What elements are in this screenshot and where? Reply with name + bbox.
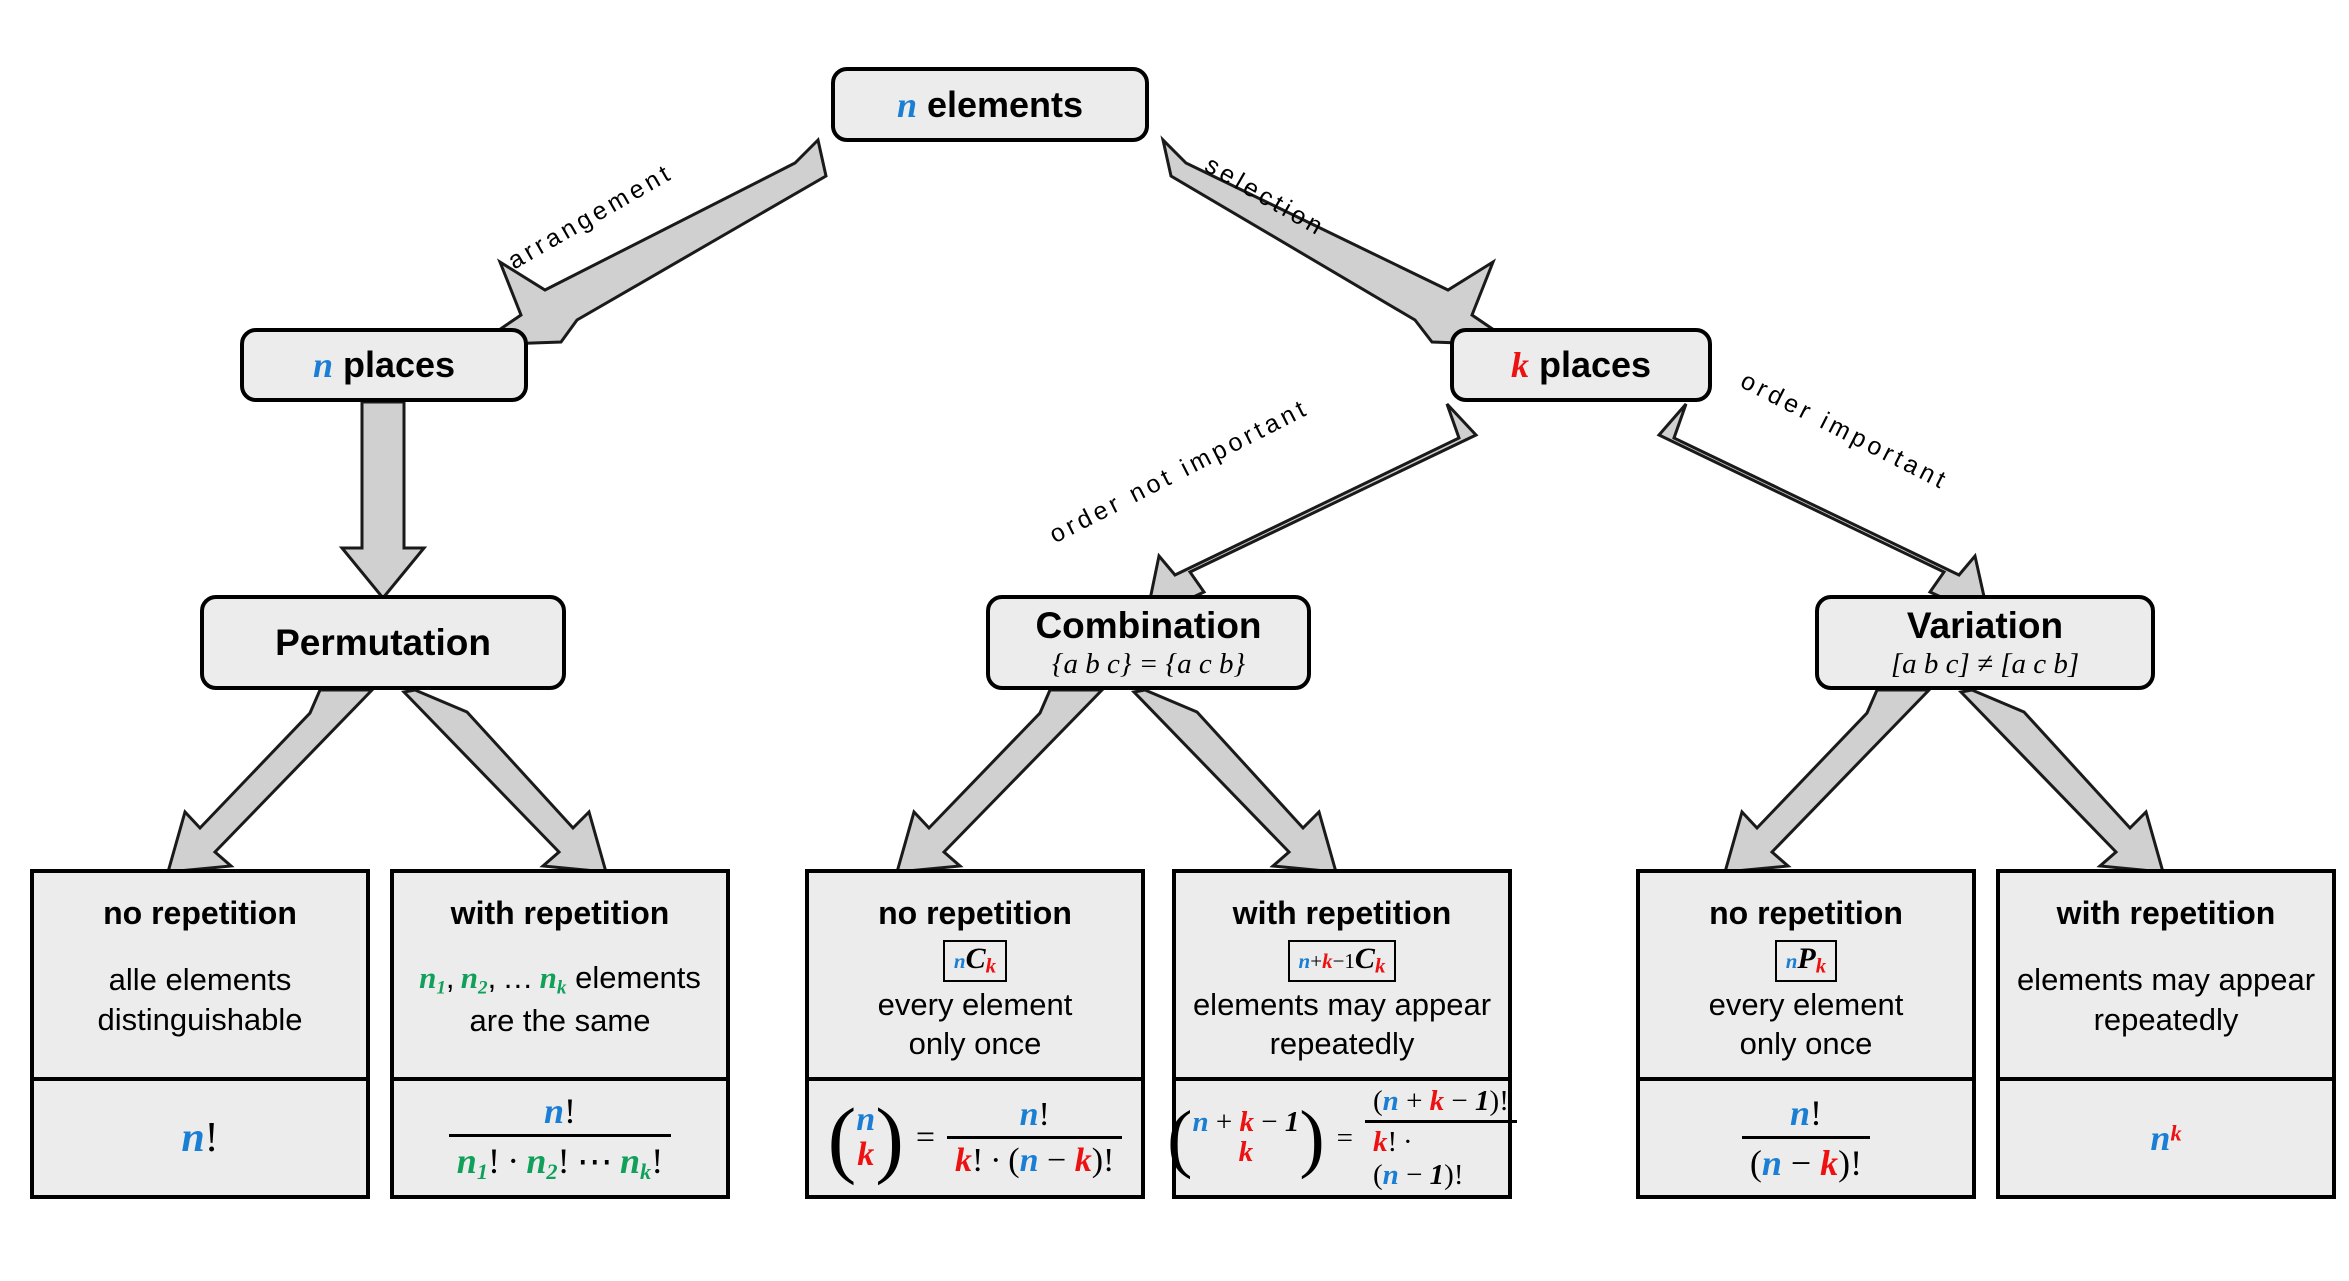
symbol-n1: n1 (419, 960, 446, 999)
node-combination-subtitle: {a b c} = {a c b} (1051, 647, 1246, 680)
arrow-permutation-to-perm-with-rep (400, 688, 609, 874)
desc-line-1: alle elements (108, 961, 292, 997)
leaf-var-with-rep-top: with repetition elements may appear repe… (2000, 873, 2332, 1077)
leaf-var-no-rep-top: no repetition nPk every element only onc… (1640, 873, 1972, 1077)
leaf-perm-with-rep[interactable]: with repetition n1, n2, … nk elements ar… (390, 869, 730, 1199)
leaf-formula: n! n1! · n2! ⋯ nk! (394, 1077, 726, 1195)
leaf-comb-with-rep[interactable]: with repetition n+k−1Ck elements may app… (1167, 869, 1517, 1199)
leaf-formula: nk (2000, 1077, 2332, 1195)
leaf-perm-with-rep-top: with repetition n1, n2, … nk elements ar… (394, 873, 726, 1077)
desc-line-2: only once (908, 1026, 1042, 1062)
node-combination-title: Combination (1035, 604, 1262, 646)
paren-open: ( (827, 1089, 857, 1186)
node-variation-subtitle: [a b c] ≠ [a c b] (1890, 647, 2080, 680)
node-n-elements[interactable]: n elements (831, 67, 1149, 142)
notation-badge-n-plus-k-minus-1-C-k: n+k−1Ck (1287, 940, 1397, 982)
fraction-denominator: k! · (n − 1)! (1365, 1119, 1517, 1192)
node-combination[interactable]: Combination {a b c} = {a c b} (986, 595, 1311, 690)
leaf-description: elements may appear repeatedly (1187, 982, 1497, 1077)
leaf-formula: ( n k ) = n! k! · (n − k)! (809, 1077, 1141, 1195)
arrow-combination-to-comb-no-rep (894, 688, 1106, 874)
desc-line-1: n1, n2, … nk elements (419, 960, 701, 999)
leaf-description: n1, n2, … nk elements are the same (413, 932, 707, 1077)
leaf-description: every element only once (872, 982, 1079, 1077)
desc-line-2: repeatedly (2093, 1001, 2239, 1037)
arrow-variation-to-var-with-rep (1957, 688, 2166, 874)
leaf-head: no repetition (878, 895, 1072, 931)
desc-line-1: elements may appear (1192, 986, 1492, 1022)
node-n-elements-title: n elements (896, 83, 1084, 125)
leaf-head: with repetition (2056, 895, 2276, 931)
leaf-formula: n! (n − k)! (1640, 1077, 1972, 1195)
leaf-head: no repetition (1709, 895, 1903, 931)
node-k-places-title: k places (1510, 344, 1652, 385)
fraction-numerator: (n + k − 1)! (1373, 1084, 1509, 1117)
desc-line-2: distinguishable (97, 1001, 303, 1037)
fraction-numerator: n! (543, 1091, 576, 1132)
desc-line-1: every element (877, 986, 1073, 1022)
paren-open: ( (1167, 1095, 1193, 1180)
arrow-variation-to-var-no-rep (1722, 688, 1933, 874)
leaf-description: every element only once (1703, 982, 1910, 1077)
symbol-n: n (2150, 1118, 2171, 1158)
leaf-perm-no-rep[interactable]: no repetition alle elements distinguisha… (30, 869, 370, 1199)
desc-word-elements: elements (575, 960, 701, 996)
arrow-permutation-to-perm-no-rep (165, 688, 376, 874)
node-variation-title: Variation (1906, 604, 2064, 646)
leaf-head: with repetition (1232, 895, 1452, 931)
paren-close: ) (875, 1089, 904, 1186)
node-n-places-title: n places (312, 344, 456, 385)
desc-line-1: every element (1708, 986, 1904, 1022)
node-variation[interactable]: Variation [a b c] ≠ [a c b] (1815, 595, 2155, 690)
symbol-n: n (896, 84, 917, 125)
desc-line-1: elements may appear (2016, 961, 2316, 997)
arrow-combination-to-comb-with-rep (1130, 688, 1339, 874)
leaf-var-with-rep[interactable]: with repetition elements may appear repe… (1996, 869, 2336, 1199)
leaf-perm-no-rep-top: no repetition alle elements distinguisha… (34, 873, 366, 1077)
desc-line-2: repeatedly (1269, 1026, 1415, 1062)
desc-line-2: are the same (469, 1003, 651, 1039)
notation-badge-nCk: nCk (942, 940, 1008, 982)
symbol-n2: n2 (460, 960, 488, 999)
leaf-formula: ( n + k − 1 k ) = (n + k − 1)! k! · (n −… (1167, 1077, 1517, 1195)
node-permutation[interactable]: Permutation (200, 595, 566, 690)
arrow-k-places-to-combination (1143, 402, 1479, 622)
symbol-factorial: ! (204, 1115, 219, 1161)
leaf-comb-with-rep-top: with repetition n+k−1Ck elements may app… (1176, 873, 1508, 1077)
fraction-denominator: n1! · n2! ⋯ nk! (448, 1134, 672, 1185)
node-k-places[interactable]: k places (1450, 328, 1712, 402)
symbol-n: n (181, 1115, 205, 1161)
fraction-denominator: k! · (n − k)! (947, 1136, 1123, 1180)
fraction-denominator: (n − k)! (1741, 1136, 1871, 1184)
notation-badge-nPk: nPk (1774, 940, 1838, 982)
fraction-numerator: n! (1789, 1093, 1822, 1133)
symbol-n: n (312, 345, 333, 385)
leaf-description: alle elements distinguishable (91, 932, 308, 1077)
leaf-head: with repetition (450, 895, 670, 931)
symbol-nk: nk (539, 960, 567, 999)
node-permutation-title: Permutation (275, 621, 491, 663)
node-n-places[interactable]: n places (240, 328, 528, 402)
leaf-description: elements may appear repeatedly (2011, 932, 2321, 1077)
desc-line-2: only once (1739, 1026, 1873, 1062)
symbol-k: k (1510, 345, 1529, 385)
equals-sign: = (915, 1119, 936, 1156)
arrow-n-places-to-permutation (338, 400, 428, 601)
equals-sign: = (1336, 1121, 1353, 1154)
leaf-formula: n! (34, 1077, 366, 1195)
leaf-head: no repetition (103, 895, 297, 931)
fraction-numerator: n! (1019, 1096, 1050, 1133)
paren-close: ) (1299, 1095, 1325, 1180)
leaf-comb-no-rep[interactable]: no repetition nCk every element only onc… (805, 869, 1145, 1199)
symbol-k-exponent: k (2170, 1120, 2182, 1146)
leaf-comb-no-rep-top: no repetition nCk every element only onc… (809, 873, 1141, 1077)
leaf-var-no-rep[interactable]: no repetition nPk every element only onc… (1636, 869, 1976, 1199)
binomial-coefficient: n k (856, 1101, 876, 1173)
binomial-coefficient: n + k − 1 k (1192, 1106, 1300, 1168)
